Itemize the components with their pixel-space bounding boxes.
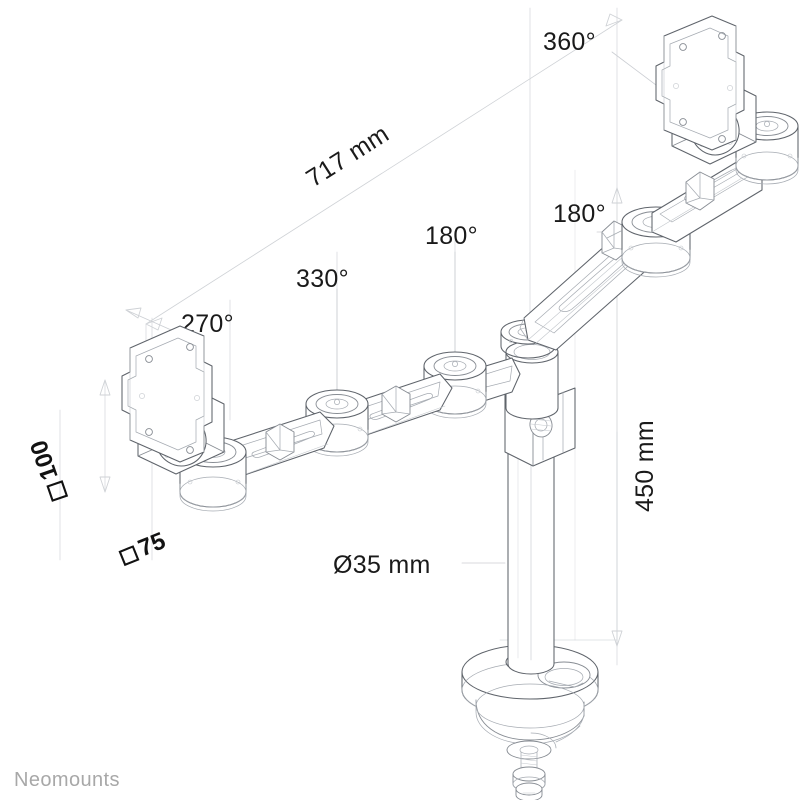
rotation-label-180-left: 180° xyxy=(425,222,478,250)
dimension-label-vesa-75: 75 xyxy=(134,527,169,562)
left-vesa-plate xyxy=(121,325,213,463)
rotation-label-180-right: 180° xyxy=(553,200,606,228)
vertical-pole xyxy=(507,429,555,675)
right-forearm xyxy=(651,159,763,243)
right-vesa-plate xyxy=(655,15,745,151)
rotation-label-360: 360° xyxy=(543,28,596,56)
dimension-717mm xyxy=(145,13,623,341)
vesa-100-marker-group: 100 xyxy=(25,379,111,502)
dimension-label-vesa-100: 100 xyxy=(25,437,64,484)
dimension-label-pole-diameter: Ø35 mm xyxy=(333,551,431,579)
clamp-bolt xyxy=(506,740,552,800)
dimension-label-717mm: 717 mm xyxy=(301,120,394,193)
vesa-75-marker-group: 75 xyxy=(118,527,169,567)
brand-logo-text: Neomounts xyxy=(14,769,120,791)
rotation-label-330: 330° xyxy=(296,265,349,293)
dimension-label-450mm: 450 mm xyxy=(631,420,659,512)
